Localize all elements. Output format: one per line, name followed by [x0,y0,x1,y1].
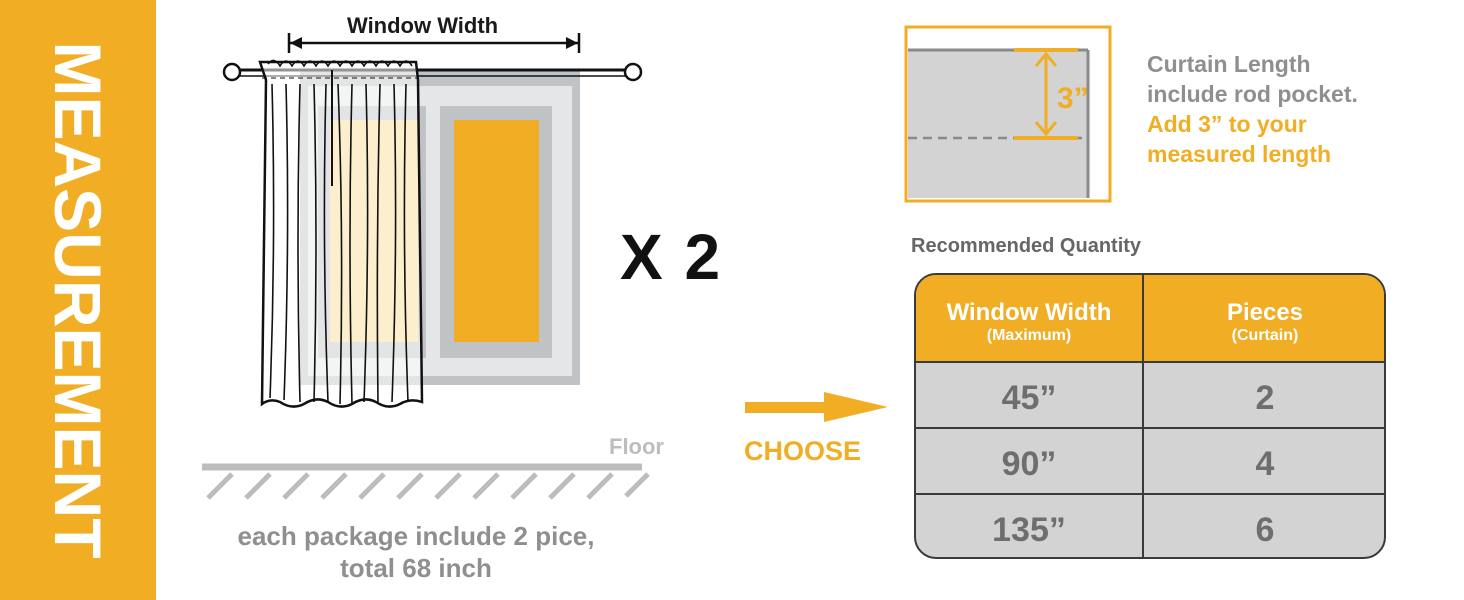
row-1-pieces: 2 [1255,379,1275,417]
row-3-width: 135” [992,511,1066,549]
window-width-arrow-icon [287,33,581,53]
table-title: Recommended Quantity [911,235,1142,257]
header-width-main: Window Width [946,299,1112,326]
floor-label: Floor [609,434,664,459]
quantity-table: Window Width (Maximum) Pieces (Curtain) … [914,273,1386,559]
pocket-size-label: 3” [1057,82,1089,115]
row-2-width: 90” [1001,445,1057,483]
header-width-sub: (Maximum) [986,327,1072,344]
multiplier-label: X 2 [620,221,723,293]
row-2-pieces: 4 [1255,445,1275,483]
row-divider [916,361,1384,363]
choose-label: CHOOSE [744,436,862,466]
choose-arrow-icon [745,392,888,422]
rod-pocket-diagram-icon [904,25,1112,203]
note-line-1: Curtain Length [1147,51,1311,77]
rod-pocket-note: Curtain Length include rod pocket. Add 3… [1147,49,1358,169]
curtain-panel-icon [258,59,424,408]
row-3-pieces: 6 [1255,511,1275,549]
note-line-2: include rod pocket. [1147,81,1358,107]
row-1-width: 45” [1001,379,1057,417]
note-line-3: Add 3” to your [1147,111,1307,137]
header-pieces-main: Pieces [1226,299,1304,326]
row-divider [916,493,1384,495]
window-width-label: Window Width [347,13,499,38]
column-divider [1142,275,1144,557]
floor-hatch-icon [202,463,650,500]
package-line-2: total 68 inch [340,553,492,583]
package-line-1: each package include 2 pice, [237,521,595,551]
sidebar-banner: MEASUREMENT [0,0,156,600]
note-line-4: measured length [1147,141,1332,167]
package-info: each package include 2 pice, total 68 in… [196,520,636,584]
table-header [916,275,1384,361]
header-pieces-sub: (Curtain) [1231,327,1299,344]
row-divider [916,427,1384,429]
